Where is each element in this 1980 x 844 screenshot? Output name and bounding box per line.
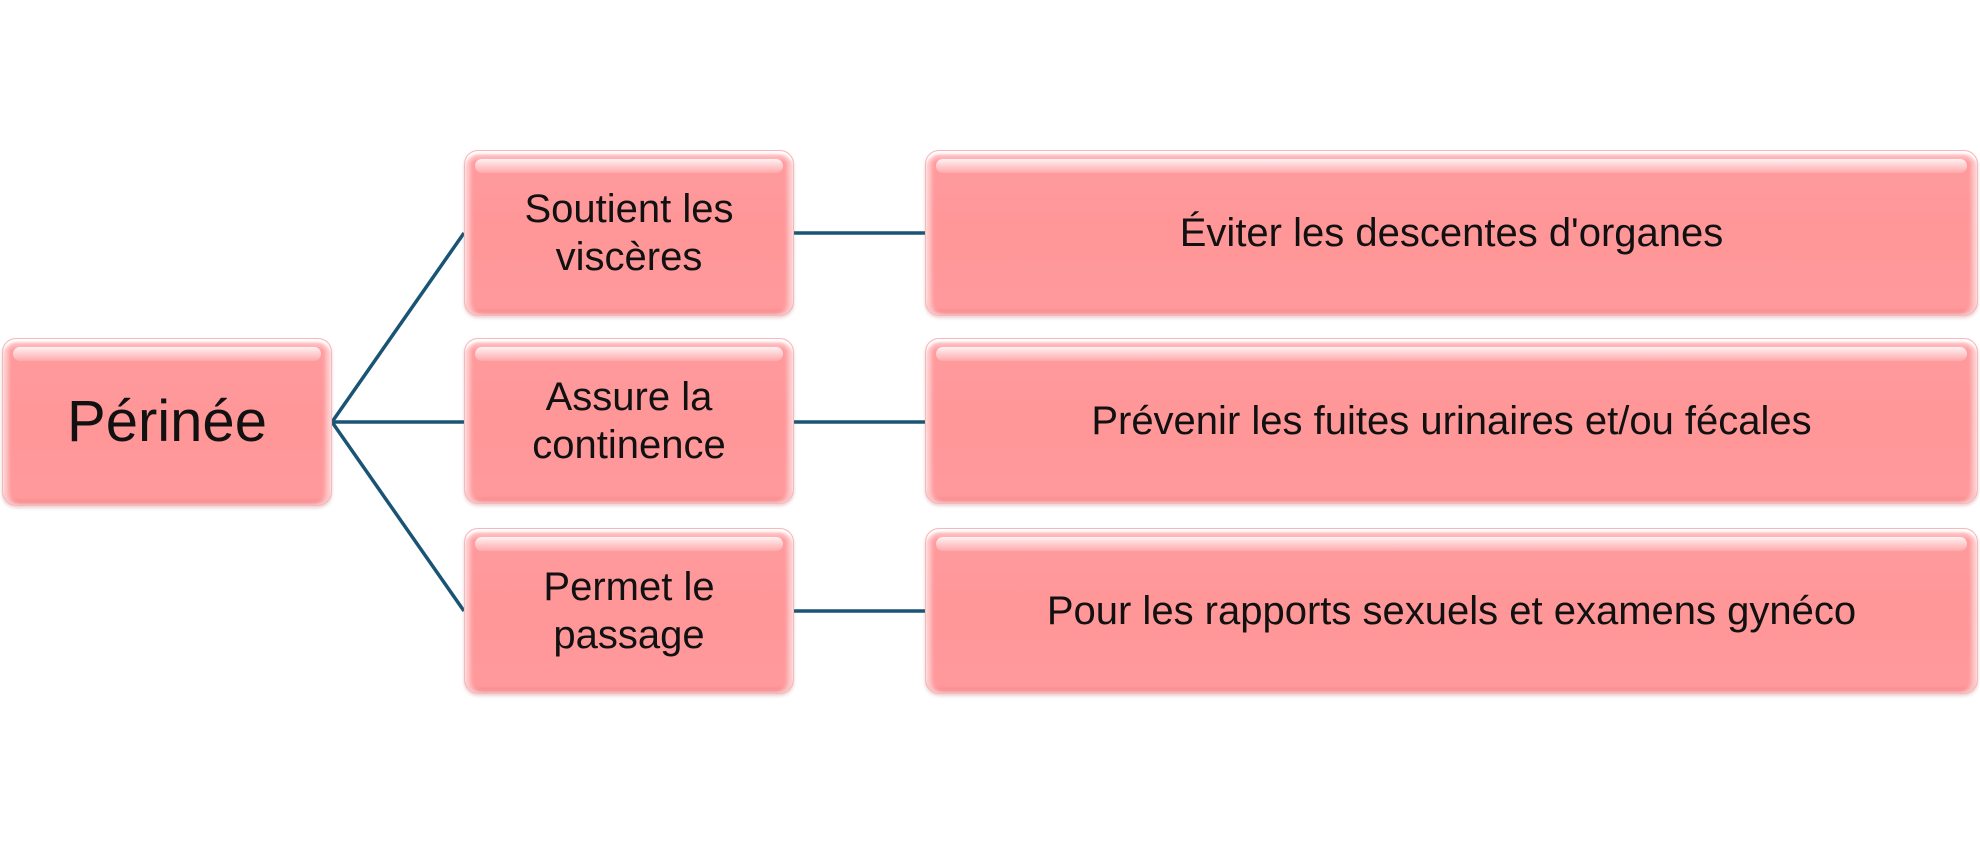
root-node: Périnée bbox=[2, 338, 332, 506]
detail-node-2: Prévenir les fuites urinaires et/ou féca… bbox=[925, 338, 1978, 504]
branch-node-3: Permet le passage bbox=[464, 528, 794, 694]
branch-node-1: Soutient les viscères bbox=[464, 150, 794, 316]
detail-node-1-label: Éviter les descentes d'organes bbox=[1179, 211, 1724, 255]
connector-root-branch-1 bbox=[330, 231, 466, 424]
detail-node-1: Éviter les descentes d'organes bbox=[925, 150, 1978, 316]
root-node-label: Périnée bbox=[67, 389, 267, 455]
branch-node-1-label: Soutient les viscères bbox=[524, 187, 734, 279]
detail-node-3-label: Pour les rapports sexuels et examens gyn… bbox=[1046, 589, 1857, 633]
branch-node-3-label: Permet le passage bbox=[543, 565, 715, 657]
detail-node-3: Pour les rapports sexuels et examens gyn… bbox=[925, 528, 1978, 694]
branch-node-2-label: Assure la continence bbox=[532, 375, 726, 467]
branch-node-2: Assure la continence bbox=[464, 338, 794, 504]
detail-node-2-label: Prévenir les fuites urinaires et/ou féca… bbox=[1091, 399, 1812, 443]
connector-root-branch-3 bbox=[330, 420, 466, 613]
